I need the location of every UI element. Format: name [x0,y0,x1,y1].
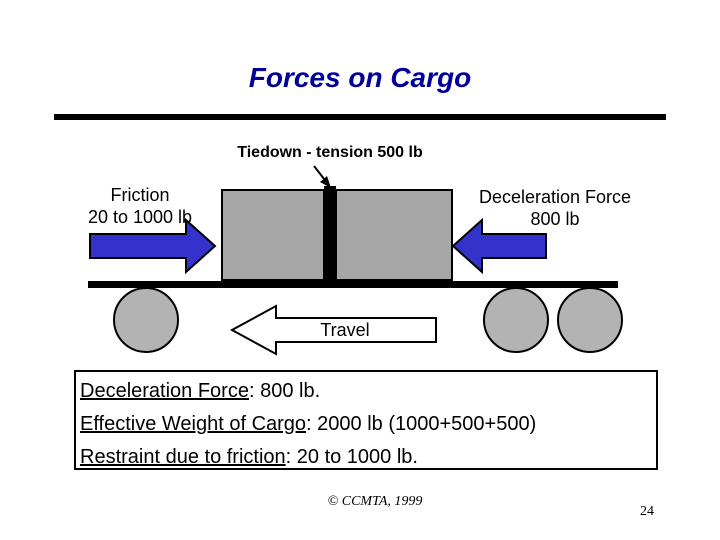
platform-bar [88,281,618,288]
wheel-left [113,287,179,353]
info-value: : 2000 lb (1000+500+500) [306,413,537,435]
wheel-right-1 [483,287,549,353]
cargo-block-left [221,189,325,281]
info-box: Deceleration Force: 800 lb. Effective We… [74,370,658,470]
deceleration-label: Deceleration Force 800 lb [460,186,650,230]
info-line-friction: Restraint due to friction: 20 to 1000 lb… [80,441,652,474]
friction-label-line1: Friction [110,185,170,205]
info-line-deceleration: Deceleration Force: 800 lb. [80,375,652,408]
info-line-weight: Effective Weight of Cargo: 2000 lb (1000… [80,408,652,441]
friction-label-line2: 20 to 1000 lb [87,207,193,227]
friction-label: Friction 20 to 1000 lb [70,184,210,228]
copyright: © CCMTA, 1999 [327,494,423,509]
tiedown-strap [324,186,336,282]
travel-arrow [229,304,437,356]
tiedown-label: Tiedown - tension 500 lb [237,144,423,161]
info-term: Restraint due to friction [80,446,286,468]
travel-label: Travel [320,320,370,340]
wheel-right-2 [557,287,623,353]
info-term: Deceleration Force [80,380,249,402]
info-term: Effective Weight of Cargo [80,413,307,435]
deceleration-label-line2: 800 lb [530,209,580,229]
deceleration-label-line1: Deceleration Force [478,187,632,207]
tiedown-pointer-head [320,176,331,188]
title-divider [54,114,666,120]
slide-title: Forces on Cargo [248,62,472,93]
info-value: : 800 lb. [248,380,321,402]
friction-arrow [89,217,217,275]
info-value: : 20 to 1000 lb. [285,446,418,468]
deceleration-arrow [451,217,547,275]
page-number: 24 [640,504,654,519]
cargo-block-right [335,189,453,281]
